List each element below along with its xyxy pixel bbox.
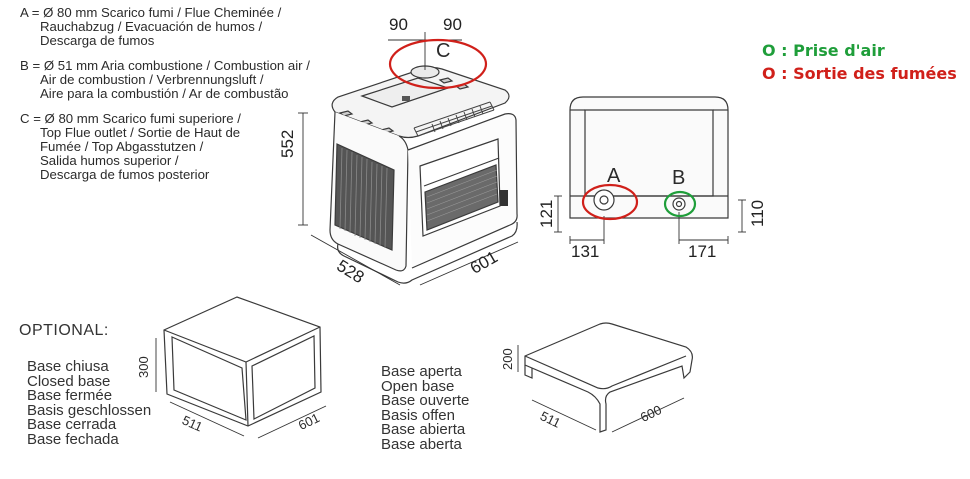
label-b: B bbox=[672, 167, 686, 189]
legend-b-line: B = Ø 51 mm Aria combustione / Combustio… bbox=[20, 58, 310, 73]
open-base-drawing bbox=[524, 322, 693, 433]
legend-b-line: Aire para la combustión / Ar de combustã… bbox=[40, 86, 289, 101]
label-c: C bbox=[436, 40, 451, 62]
legend-a-line: Descarga de fumos bbox=[40, 33, 155, 48]
open-base-names: Base aperta Open base Base ouverte Basis… bbox=[381, 363, 470, 453]
open-base-name: Base aberta bbox=[381, 435, 462, 453]
smoke-outlet-key: O : Sortie des fumées bbox=[762, 64, 957, 83]
dim-stove-height: 552 bbox=[278, 129, 297, 158]
closed-base-name: Closed base bbox=[27, 372, 111, 390]
closed-base-name: Basis geschlossen bbox=[27, 401, 152, 419]
rear-view-drawing bbox=[569, 96, 729, 219]
flue-c-marker bbox=[388, 38, 488, 90]
dim-b-height: 110 bbox=[748, 199, 767, 227]
dim-open-height: 200 bbox=[500, 348, 515, 370]
dim-top-right: 90 bbox=[443, 15, 462, 34]
legend-c-line: Top Flue outlet / Sortie de Haut de bbox=[40, 125, 241, 140]
closed-base-name: Base chiusa bbox=[27, 358, 109, 375]
dim-b-offset: 171 bbox=[688, 242, 717, 261]
legend-a: A = Ø 80 mm Scarico fumi / Flue Cheminée… bbox=[20, 6, 281, 48]
closed-base-name: Base fechada bbox=[27, 430, 119, 448]
legend-c-line: Fumée / Top Abgasstutzen / bbox=[40, 139, 204, 154]
legend-c-line: Descarga de fumos posterior bbox=[40, 167, 210, 182]
smoke-outlet-a-marker bbox=[581, 183, 639, 221]
legend-a-line: A = Ø 80 mm Scarico fumi / Flue Cheminée… bbox=[20, 5, 282, 20]
dim-top-left: 90 bbox=[389, 15, 408, 34]
open-base-name: Basis offen bbox=[381, 406, 455, 424]
legend-b: B = Ø 51 mm Aria combustione / Combustio… bbox=[20, 59, 310, 101]
open-base-name: Base ouverte bbox=[381, 392, 470, 409]
legend-c-line: Salida humos superior / bbox=[40, 153, 179, 168]
closed-base-drawing bbox=[163, 296, 322, 427]
legend-c: C = Ø 80 mm Scarico fumi superiore / Top… bbox=[20, 112, 241, 182]
dim-closed-height: 300 bbox=[136, 356, 151, 378]
open-base-name: Base abierta bbox=[381, 421, 466, 438]
open-base-name: Base aperta bbox=[381, 363, 462, 380]
stove-dimension-lines bbox=[298, 32, 519, 286]
legend-b-line: Air de combustion / Verbrennungsluft / bbox=[40, 72, 264, 87]
legend-a-line: Rauchabzug / Evacuación de humos / bbox=[40, 19, 263, 34]
dim-a-offset: 131 bbox=[571, 242, 600, 261]
closed-base-name: Base cerrada bbox=[27, 416, 117, 433]
legend-c-line: C = Ø 80 mm Scarico fumi superiore / bbox=[20, 111, 241, 126]
dim-a-height: 121 bbox=[537, 199, 556, 228]
open-base-name: Open base bbox=[381, 377, 455, 395]
air-intake-key: O : Prise d'air bbox=[762, 41, 885, 60]
air-intake-b-marker bbox=[663, 190, 697, 218]
closed-base-name: Base fermée bbox=[27, 387, 113, 404]
rear-dimension-lines bbox=[554, 195, 746, 244]
open-base-dimension-lines bbox=[517, 345, 685, 433]
optional-title: OPTIONAL: bbox=[19, 322, 109, 339]
closed-base-names: Base chiusa Closed base Base fermée Basi… bbox=[27, 358, 152, 448]
closed-base-dimension-lines bbox=[155, 338, 327, 439]
stove-drawing bbox=[329, 65, 518, 284]
label-a: A bbox=[607, 165, 621, 187]
